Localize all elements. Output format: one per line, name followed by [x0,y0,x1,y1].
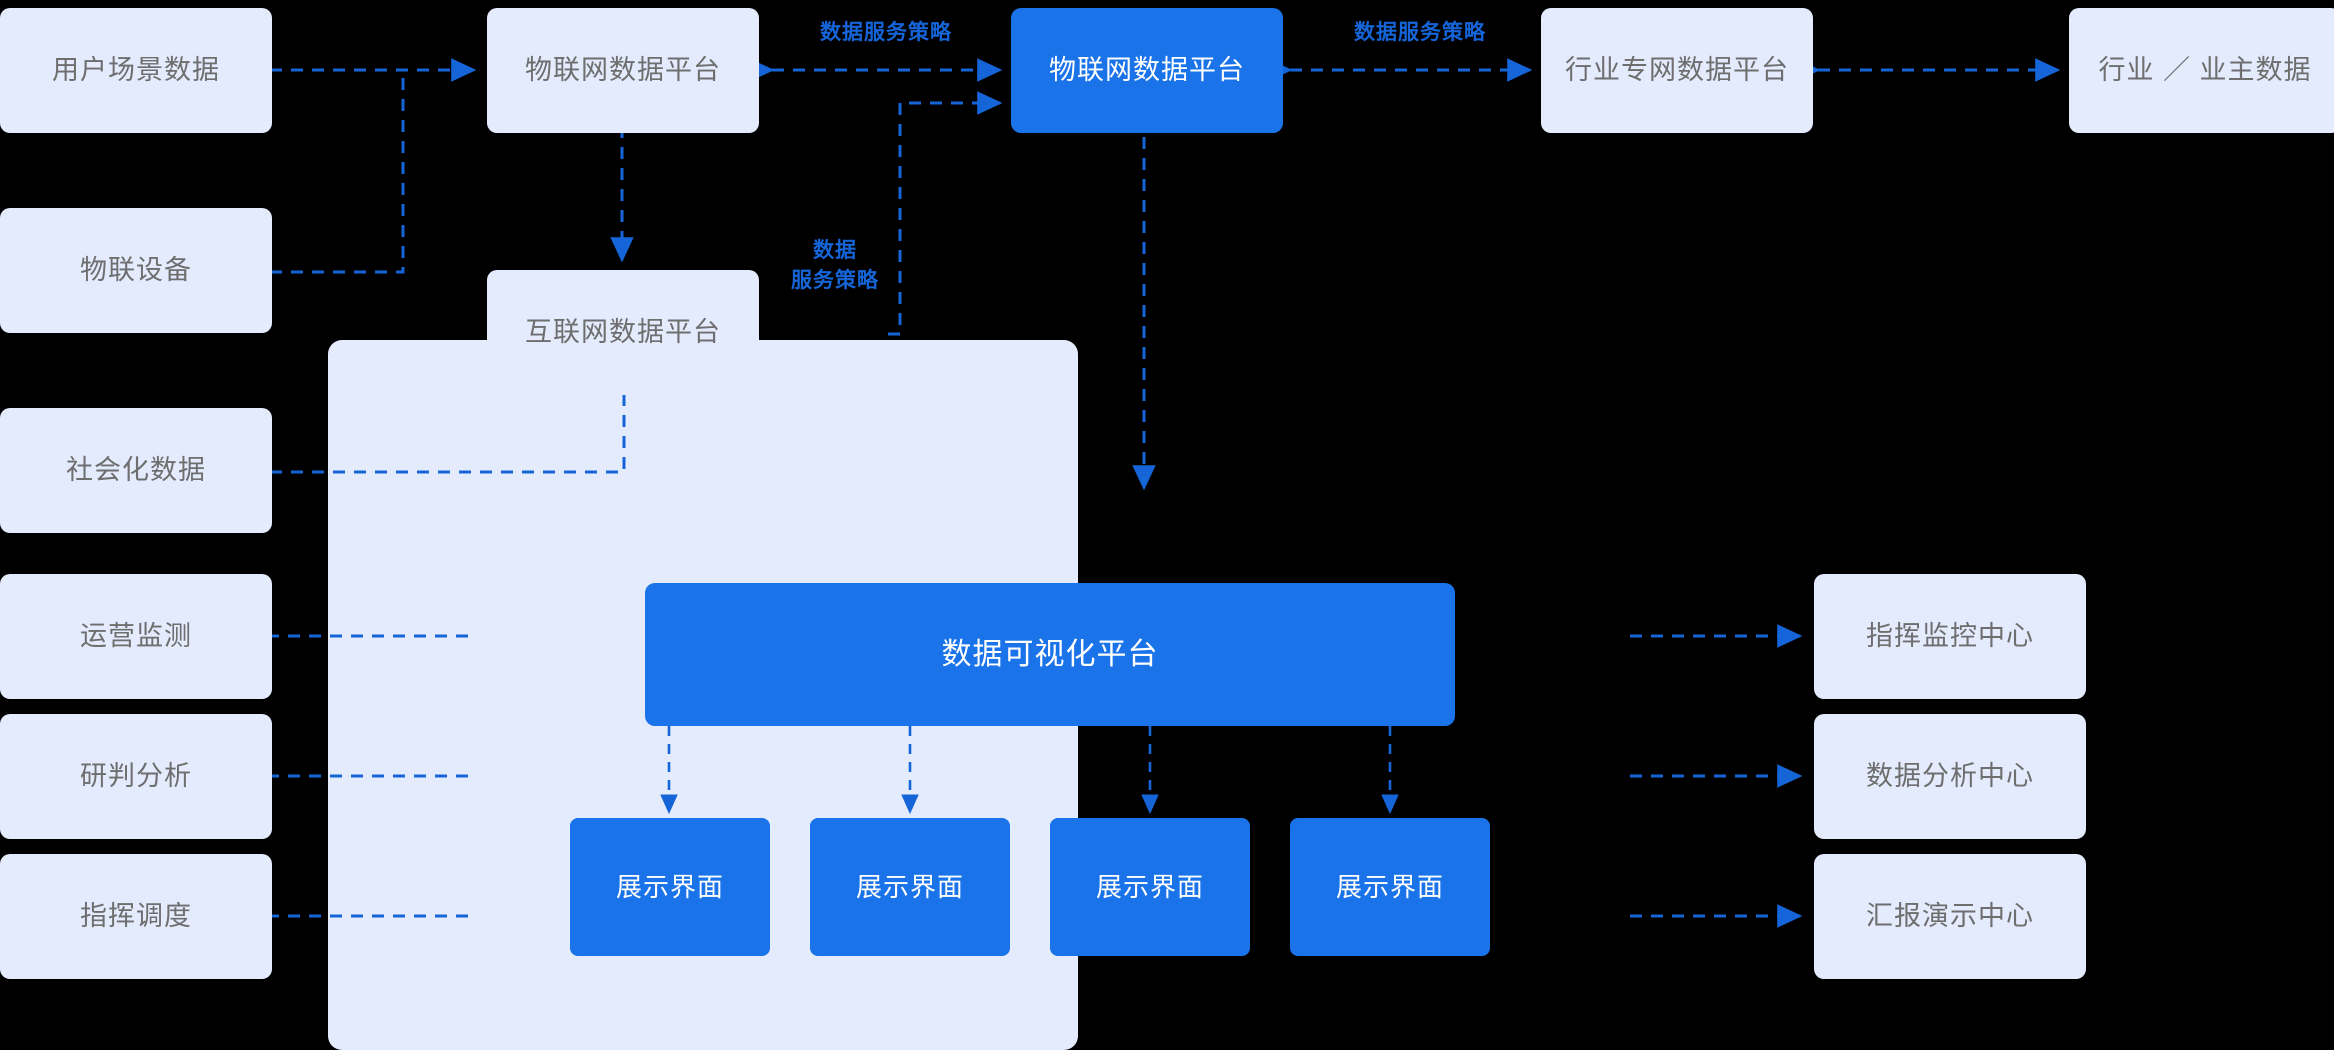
node-internet-data-platform[interactable]: 互联网数据平台 [487,270,759,395]
node-label: 展示界面 [1335,871,1444,902]
node-label: 行业 ／ 业主数据 [2098,54,2312,85]
node-iot-data-platform-center[interactable]: 物联网数据平台 [1011,8,1283,133]
node-industry-owner-data[interactable]: 行业 ／ 业主数据 [2069,8,2334,133]
node-label: 物联网数据平台 [1049,54,1245,85]
node-label: 物联网数据平台 [525,54,721,85]
node-label: 社会化数据 [66,454,206,485]
node-iot-devices[interactable]: 物联设备 [0,208,272,333]
node-report-presentation-center[interactable]: 汇报演示中心 [1814,854,2086,979]
edge-label-policy-vertical: 数据 服务策略 [775,236,895,297]
node-user-scene-data[interactable]: 用户场景数据 [0,8,272,133]
edge-label-line2: 服务策略 [791,269,879,293]
node-screen-2[interactable]: 展示界面 [810,818,1010,956]
node-label: 数据可视化平台 [941,637,1159,671]
node-industry-private-network-platform[interactable]: 行业专网数据平台 [1541,8,1813,133]
node-command-dispatch[interactable]: 指挥调度 [0,854,272,979]
node-label: 展示界面 [615,871,724,902]
node-label: 指挥调度 [80,900,192,931]
node-screen-4[interactable]: 展示界面 [1290,818,1490,956]
node-social-data[interactable]: 社会化数据 [0,408,272,533]
node-operation-monitoring[interactable]: 运营监测 [0,574,272,699]
node-label: 研判分析 [80,760,192,791]
node-data-analysis-center[interactable]: 数据分析中心 [1814,714,2086,839]
node-label: 展示界面 [1095,871,1204,902]
node-label: 数据分析中心 [1866,760,2034,791]
node-screen-3[interactable]: 展示界面 [1050,818,1250,956]
node-iot-data-platform-left[interactable]: 物联网数据平台 [487,8,759,133]
edge-label-policy-right: 数据服务策略 [1354,21,1486,44]
node-command-monitor-center[interactable]: 指挥监控中心 [1814,574,2086,699]
node-label: 互联网数据平台 [525,316,721,347]
node-data-visualization-platform[interactable]: 数据可视化平台 [645,583,1455,726]
node-label: 物联设备 [80,254,192,285]
node-analysis-judgement[interactable]: 研判分析 [0,714,272,839]
node-label: 汇报演示中心 [1866,900,2034,931]
edge-label-line1: 数据 [813,239,857,262]
node-label: 用户场景数据 [52,54,220,85]
edge-label-policy-left: 数据服务策略 [820,21,952,44]
node-label: 运营监测 [80,620,192,651]
node-label: 指挥监控中心 [1866,620,2034,651]
node-label: 行业专网数据平台 [1565,54,1789,85]
edge-internet-to-iot-center [888,91,1003,336]
node-label: 展示界面 [855,871,964,902]
node-screen-1[interactable]: 展示界面 [570,818,770,956]
